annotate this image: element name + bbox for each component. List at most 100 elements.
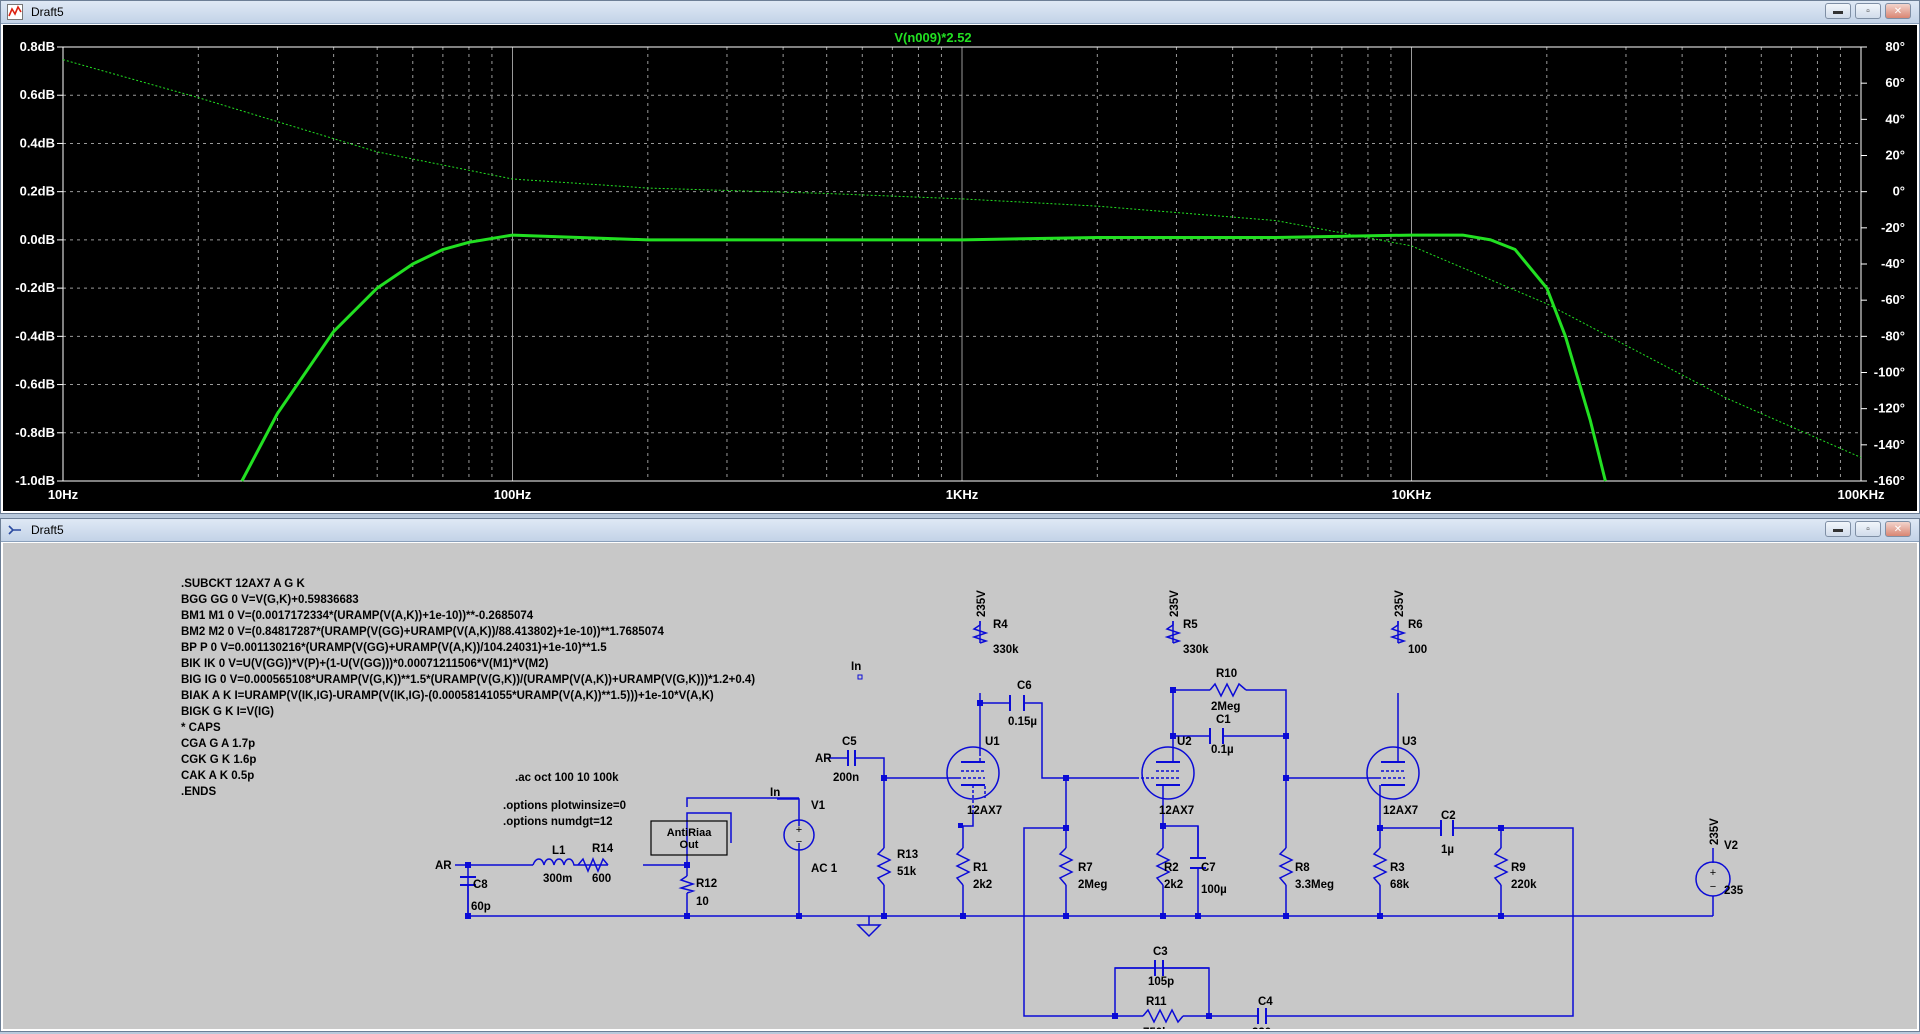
resistor-r8 [1278, 847, 1294, 886]
label-c6: C6 [1017, 680, 1032, 692]
value-c5: 200n [833, 772, 859, 784]
tube-u3[interactable] [1366, 746, 1420, 813]
y-left-tick-label: 0.2dB [20, 184, 55, 199]
value-l1: 300m [543, 873, 572, 885]
resistor-r13 [876, 847, 892, 886]
label-c1: C1 [1216, 714, 1231, 726]
schematic-icon [8, 525, 21, 535]
label-r5: R5 [1183, 619, 1198, 631]
y-right-tick-label: -100° [1874, 365, 1905, 380]
schematic-background [3, 543, 1917, 1029]
y-left-tick-label: 0.8dB [20, 39, 55, 54]
tube-u1[interactable] [946, 746, 1000, 813]
resistor-r12 [678, 875, 696, 894]
x-tick-label: 100Hz [494, 487, 532, 502]
netlist-line: BIK IK 0 V=U(V(GG))*V(P)+(1-U(V(GG)))*0.… [181, 658, 549, 670]
voltage-source-v2[interactable]: + − [1695, 861, 1731, 897]
y-left-tick-label: -0.4dB [15, 328, 55, 343]
in-port-marker[interactable] [857, 674, 863, 680]
capacitor-c2 [1440, 820, 1454, 836]
subckt-netlist[interactable]: .SUBCKT 12AX7 A G K BGG GG 0 V=V(G,K)+0.… [181, 578, 755, 798]
netlist-line: BIAK A K I=URAMP(V(IK,IG)-URAMP(V(IK,IG)… [181, 690, 714, 702]
label-r11: R11 [1146, 996, 1167, 1008]
spice-directives[interactable]: .ac oct 100 10 100k .options plotwinsize… [503, 772, 626, 828]
label-v1: V1 [811, 800, 826, 812]
value-r14: 600 [592, 873, 611, 885]
minus-sign: − [796, 836, 802, 848]
plot-background [3, 25, 1917, 511]
netlist-line: CGA G A 1.7p [181, 738, 255, 750]
label-u3: U3 [1402, 736, 1417, 748]
antiriaa-out-label: Out [680, 839, 699, 851]
netlist-line: BP P 0 V=0.001130216*(URAMP(V(GG)+URAMP(… [181, 642, 607, 654]
trace-label[interactable]: V(n009)*2.52 [894, 30, 971, 45]
resistors [577, 621, 1509, 1024]
resistor-r5 [1164, 621, 1182, 644]
close-button[interactable]: ✕ [1885, 3, 1911, 19]
directive-ac[interactable]: .ac oct 100 10 100k [515, 772, 619, 784]
label-r9: R9 [1511, 862, 1526, 874]
close-button[interactable]: ✕ [1885, 521, 1911, 537]
label-r1: R1 [973, 862, 988, 874]
netlist-line: * CAPS [181, 722, 221, 734]
supply-label-r6: 235V [1394, 590, 1406, 617]
y-right-tick-label: -160° [1874, 473, 1905, 488]
y-right-tick-label: -60° [1881, 292, 1905, 307]
value-c7: 100µ [1201, 884, 1227, 896]
antiriaa-label-box[interactable]: AntiRiaa Out [650, 820, 728, 856]
y-right-tick-label: 20° [1885, 148, 1905, 163]
resistor-r10 [1209, 682, 1247, 698]
schematic-window[interactable]: Draft5 ▬ ▫ ✕ .SUBCKT 12AX7 A G K BGG GG … [0, 518, 1920, 1034]
y-right-tick-label: 0° [1893, 184, 1905, 199]
supply-label-r5: 235V [1169, 590, 1181, 617]
value-r11: 750k [1143, 1027, 1169, 1029]
supply-label-v2: 235V [1709, 818, 1721, 845]
tube-type-u3: 12AX7 [1383, 805, 1418, 817]
directive-options[interactable]: .options plotwinsize=0 [503, 800, 626, 812]
schematic-canvas[interactable]: .SUBCKT 12AX7 A G K BGG GG 0 V=V(G,K)+0.… [3, 543, 1917, 1034]
component-labels: R4 330k R5 330k R6 100 R10 2Meg C1 0.1µ … [435, 619, 1744, 1034]
label-c2: C2 [1441, 810, 1456, 822]
schematic-window-titlebar[interactable]: Draft5 ▬ ▫ ✕ [1, 519, 1919, 542]
y-left-tick-label: 0.6dB [20, 87, 55, 102]
y-right-tick-label: -120° [1874, 401, 1905, 416]
x-tick-label: 100KHz [1838, 487, 1885, 502]
value-c1: 0.1µ [1211, 744, 1234, 756]
minimize-button[interactable]: ▬ [1825, 521, 1851, 537]
plot-traces [62, 59, 1862, 482]
y-left-tick-label: -0.6dB [15, 377, 55, 392]
voltage-source-v1[interactable]: + − [783, 819, 815, 851]
tube-type-u1: 12AX7 [967, 805, 1002, 817]
plus-sign: + [1710, 867, 1716, 879]
value-c3: 105p [1148, 976, 1174, 988]
plot-window-titlebar[interactable]: Draft5 ▬ ▫ ✕ [1, 1, 1919, 24]
label-c7: C7 [1201, 862, 1216, 874]
directive-options[interactable]: .options numdgt=12 [503, 816, 613, 828]
schematic-pane[interactable]: .SUBCKT 12AX7 A G K BGG GG 0 V=V(G,K)+0.… [3, 543, 1917, 1034]
netlist-line: .SUBCKT 12AX7 A G K [181, 578, 305, 590]
label-r2: R2 [1164, 862, 1179, 874]
minimize-button[interactable]: ▬ [1825, 3, 1851, 19]
tube-u2[interactable] [1136, 746, 1195, 813]
y-right-tick-label: -140° [1874, 437, 1905, 452]
ground-symbol[interactable] [856, 924, 882, 938]
restore-button[interactable]: ▫ [1855, 521, 1881, 537]
y-left-tick-label: 0.4dB [20, 135, 55, 150]
value-r4: 330k [993, 644, 1019, 656]
y-left-tick-label: 0.0dB [20, 232, 55, 247]
value-c2: 1µ [1441, 844, 1454, 856]
restore-button[interactable]: ▫ [1855, 3, 1881, 19]
inductor-l1[interactable] [532, 858, 578, 866]
junction-dots [465, 687, 1504, 1019]
y-left-tick-label: -1.0dB [15, 473, 55, 488]
resistor-r7 [1058, 847, 1074, 886]
netlist-line: .ENDS [181, 786, 216, 798]
resistor-r11 [1142, 1008, 1184, 1024]
x-tick-label: 10Hz [48, 487, 79, 502]
value-r6: 100 [1408, 644, 1427, 656]
value-r8: 3.3Meg [1295, 879, 1334, 891]
y-right-tick-label: -40° [1881, 256, 1905, 271]
